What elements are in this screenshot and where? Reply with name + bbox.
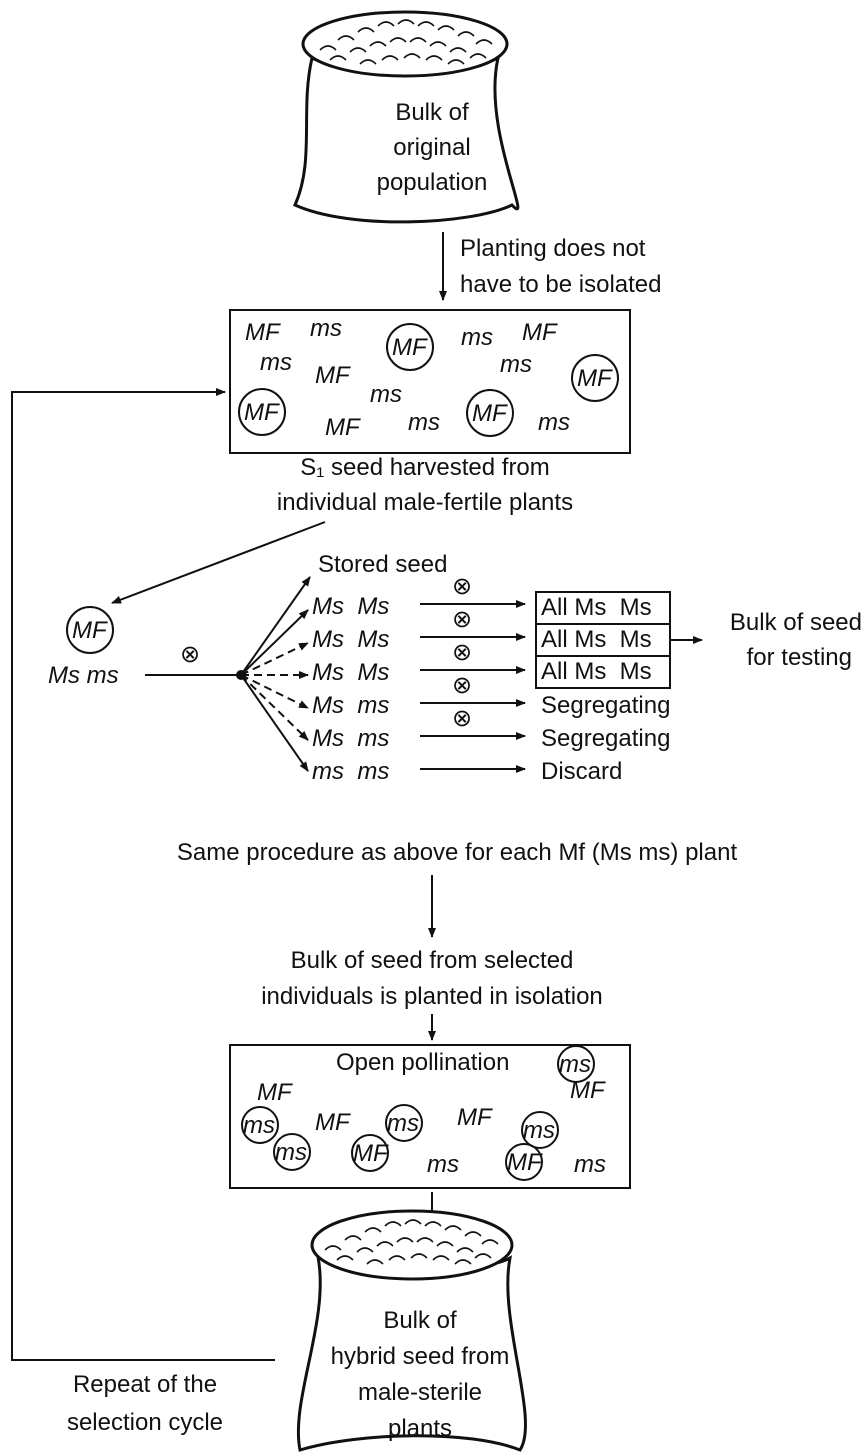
- bottom-bag-label-4: plants: [388, 1415, 452, 1442]
- field1-plant: ms: [370, 381, 402, 408]
- row-result: Segregating: [541, 725, 670, 752]
- bulk-selected-2: individuals is planted in isolation: [261, 983, 603, 1010]
- repeat-note-1: Repeat of the: [73, 1371, 217, 1398]
- field1-plant: MF: [392, 334, 428, 361]
- repeat-note-2: selection cycle: [67, 1409, 223, 1436]
- row-result: All Ms Ms: [541, 658, 652, 685]
- row-result: All Ms Ms: [541, 594, 652, 621]
- field1-plant: ms: [538, 409, 570, 436]
- field2-plant: ms: [574, 1151, 606, 1178]
- planting-note-2: have to be isolated: [460, 271, 661, 298]
- bulk-selected-1: Bulk of seed from selected: [291, 947, 574, 974]
- field1-plant: MF: [522, 319, 558, 346]
- field1-plant: MF: [472, 400, 508, 427]
- field1-plant: ms: [500, 351, 532, 378]
- field2-plant: ms: [243, 1112, 275, 1139]
- field1-plant: ms: [310, 315, 342, 342]
- planting-note-1: Planting does not: [460, 235, 646, 262]
- arrow-to-parent: [112, 522, 325, 603]
- offspring-genotype: Ms ms: [312, 692, 389, 719]
- same-procedure-note: Same procedure as above for each Mf (Ms …: [177, 839, 738, 866]
- field2-plant: MF: [507, 1149, 543, 1176]
- stored-seed-label: Stored seed: [318, 551, 447, 578]
- row-self-symbol: ⊗: [452, 705, 472, 732]
- field1-plant: MF: [245, 319, 281, 346]
- parent-genotype: Ms ms: [48, 662, 119, 689]
- row-result: Discard: [541, 758, 622, 785]
- top-bag-label-1: Bulk of: [395, 99, 469, 126]
- row-self-symbol: ⊗: [452, 573, 472, 600]
- offspring-genotype: Ms ms: [312, 725, 389, 752]
- field2-plant: ms: [275, 1139, 307, 1166]
- offspring-genotype: Ms Ms: [312, 593, 389, 620]
- field1-plant: MF: [244, 399, 280, 426]
- bottom-bag-label-3: male-sterile: [358, 1379, 482, 1406]
- field2-plant: ms: [523, 1117, 555, 1144]
- field2-plant: MF: [570, 1077, 606, 1104]
- feedback-loop-line: [12, 392, 275, 1360]
- s1-note-1: S₁ seed harvested from: [300, 454, 550, 481]
- field1-plant: MF: [325, 414, 361, 441]
- field2-plant: MF: [457, 1104, 493, 1131]
- row-result: All Ms Ms: [541, 626, 652, 653]
- field2-plant: ms: [559, 1051, 591, 1078]
- field1-plant: ms: [461, 324, 493, 351]
- bottom-bag-label-1: Bulk of: [383, 1307, 457, 1334]
- field1-plant: MF: [577, 365, 613, 392]
- s1-note-2: individual male-fertile plants: [277, 489, 573, 516]
- bulk-testing-1: Bulk of seed: [730, 609, 862, 636]
- field2-plot: Open pollination MF ms MF ms MF ms MF ms…: [230, 1045, 630, 1188]
- field2-plant: MF: [315, 1109, 351, 1136]
- open-pollination-title: Open pollination: [336, 1049, 509, 1076]
- field2-plant: ms: [427, 1151, 459, 1178]
- offspring-genotype: Ms Ms: [312, 659, 389, 686]
- offspring-genotype: ms ms: [312, 758, 389, 785]
- row-result: Segregating: [541, 692, 670, 719]
- offspring-genotype: Ms Ms: [312, 626, 389, 653]
- top-bag-label-3: population: [377, 169, 488, 196]
- field1-plant: ms: [408, 409, 440, 436]
- row-self-symbol: ⊗: [452, 672, 472, 699]
- top-bag-label-2: original: [393, 134, 470, 161]
- bulk-testing-2: for testing: [747, 644, 852, 671]
- field2-plant: MF: [257, 1079, 293, 1106]
- parent-circle-label: MF: [72, 617, 108, 644]
- field1-plot: MF ms MF ms MF ms MF ms MF MF ms MF ms M…: [230, 310, 630, 453]
- field1-plant: ms: [260, 349, 292, 376]
- bottom-bag-label-2: hybrid seed from: [331, 1343, 510, 1370]
- self-symbol: ⊗: [180, 641, 200, 668]
- field2-plant: MF: [353, 1140, 389, 1167]
- selfing-scheme: MF Ms ms ⊗ Stored seed Ms Ms Ms Ms Ms Ms…: [48, 551, 862, 785]
- row-self-symbol: ⊗: [452, 606, 472, 633]
- bottom-seed-bag: Bulk of hybrid seed from male-sterile pl…: [298, 1211, 525, 1450]
- field1-plant: MF: [315, 362, 351, 389]
- row-self-symbol: ⊗: [452, 639, 472, 666]
- field2-plant: ms: [387, 1110, 419, 1137]
- top-seed-bag: Bulk of original population: [295, 12, 518, 222]
